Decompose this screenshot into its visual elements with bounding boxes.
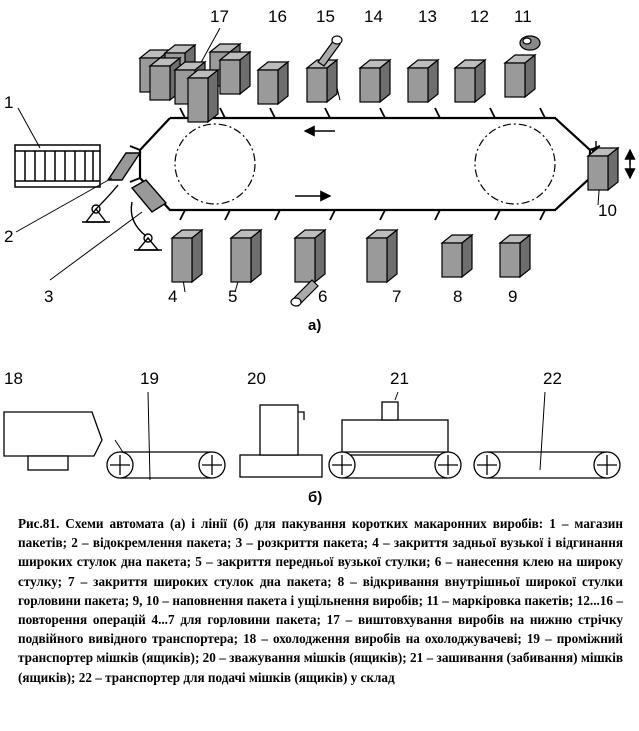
label-13: 13 bbox=[418, 7, 437, 26]
cooler-18 bbox=[3, 411, 103, 471]
packet-7 bbox=[366, 229, 398, 283]
glue-roller bbox=[317, 35, 343, 67]
label-20: 20 bbox=[247, 369, 266, 388]
label-15: 15 bbox=[316, 7, 335, 26]
packet-4 bbox=[171, 229, 203, 283]
subfigure-a-label: а) bbox=[308, 317, 321, 334]
label-21: 21 bbox=[390, 369, 409, 388]
packet-14 bbox=[359, 59, 391, 103]
conveyor-22 bbox=[473, 451, 621, 479]
label-16: 16 bbox=[268, 7, 287, 26]
scale-20 bbox=[239, 404, 323, 478]
sprockets bbox=[174, 123, 556, 205]
caption-text: Схеми автомата (а) і лінії (б) для пакув… bbox=[18, 516, 623, 685]
label-18: 18 bbox=[4, 369, 23, 388]
label-1: 1 bbox=[4, 93, 13, 112]
label-12: 12 bbox=[470, 7, 489, 26]
label-14: 14 bbox=[364, 7, 383, 26]
figure-caption: Рис.81. Схеми автомата (а) і лінії (б) д… bbox=[18, 514, 623, 687]
label-19: 19 bbox=[140, 369, 159, 388]
label-17: 17 bbox=[210, 7, 229, 26]
stacked-packets bbox=[139, 43, 251, 123]
packet-13 bbox=[407, 59, 439, 103]
label-3: 3 bbox=[44, 287, 53, 306]
conveyor-ticks bbox=[129, 107, 601, 221]
packet-6 bbox=[294, 229, 326, 283]
conveyor-loop bbox=[138, 116, 592, 212]
glue-applicator bbox=[290, 279, 319, 307]
packet-5 bbox=[230, 229, 262, 283]
label-5: 5 bbox=[228, 287, 237, 306]
label-8: 8 bbox=[453, 287, 462, 306]
label-2: 2 bbox=[4, 227, 13, 246]
packet-16 bbox=[257, 61, 289, 105]
marking-roller bbox=[519, 35, 541, 51]
sewing-machine-21 bbox=[328, 401, 462, 479]
conveyor-19 bbox=[106, 451, 226, 479]
packet-magazine bbox=[14, 144, 101, 188]
subfigure-b-label: б) bbox=[308, 489, 322, 506]
label-10: 10 bbox=[598, 201, 617, 220]
label-6: 6 bbox=[318, 287, 327, 306]
packet-9 bbox=[499, 234, 531, 278]
separator-mechanism bbox=[82, 152, 168, 251]
packet-12 bbox=[454, 59, 486, 103]
packet-11 bbox=[504, 54, 536, 98]
label-4: 4 bbox=[168, 287, 177, 306]
label-9: 9 bbox=[508, 287, 517, 306]
label-11: 11 bbox=[514, 7, 532, 26]
packet-8 bbox=[441, 234, 473, 278]
label-22: 22 bbox=[543, 369, 562, 388]
packet-10 bbox=[587, 147, 619, 191]
label-7: 7 bbox=[392, 287, 401, 306]
packet-15 bbox=[306, 59, 338, 103]
caption-figure-label: Рис.81. bbox=[18, 516, 60, 531]
